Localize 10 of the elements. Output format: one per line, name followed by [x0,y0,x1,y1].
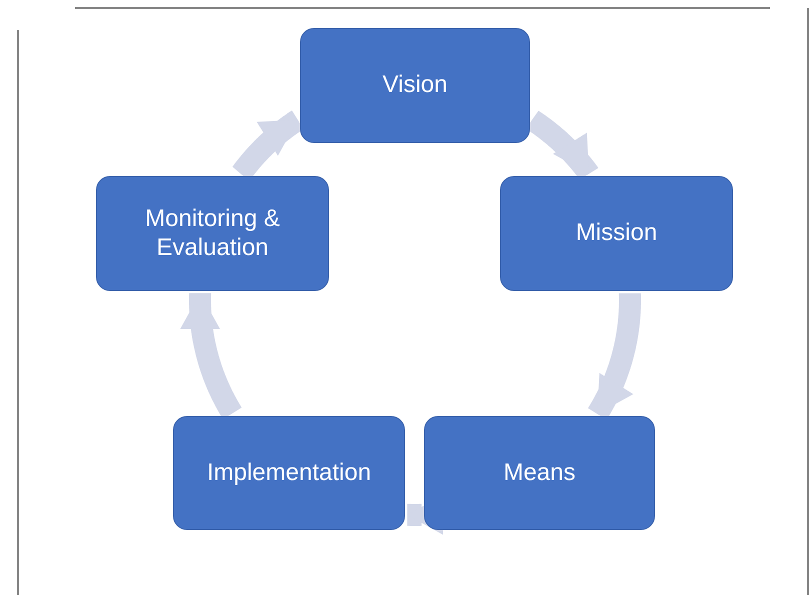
box-label: Implementation [206,458,372,488]
box-label: Mission [576,219,658,248]
box-label: Means [503,458,576,488]
process-box [424,416,655,530]
box-label: Vision [382,71,448,100]
process-box [300,28,530,143]
process-box [500,176,733,291]
process-box [96,176,329,291]
process-box [173,416,405,530]
box-label: Monitoring & Evaluation [144,204,281,262]
